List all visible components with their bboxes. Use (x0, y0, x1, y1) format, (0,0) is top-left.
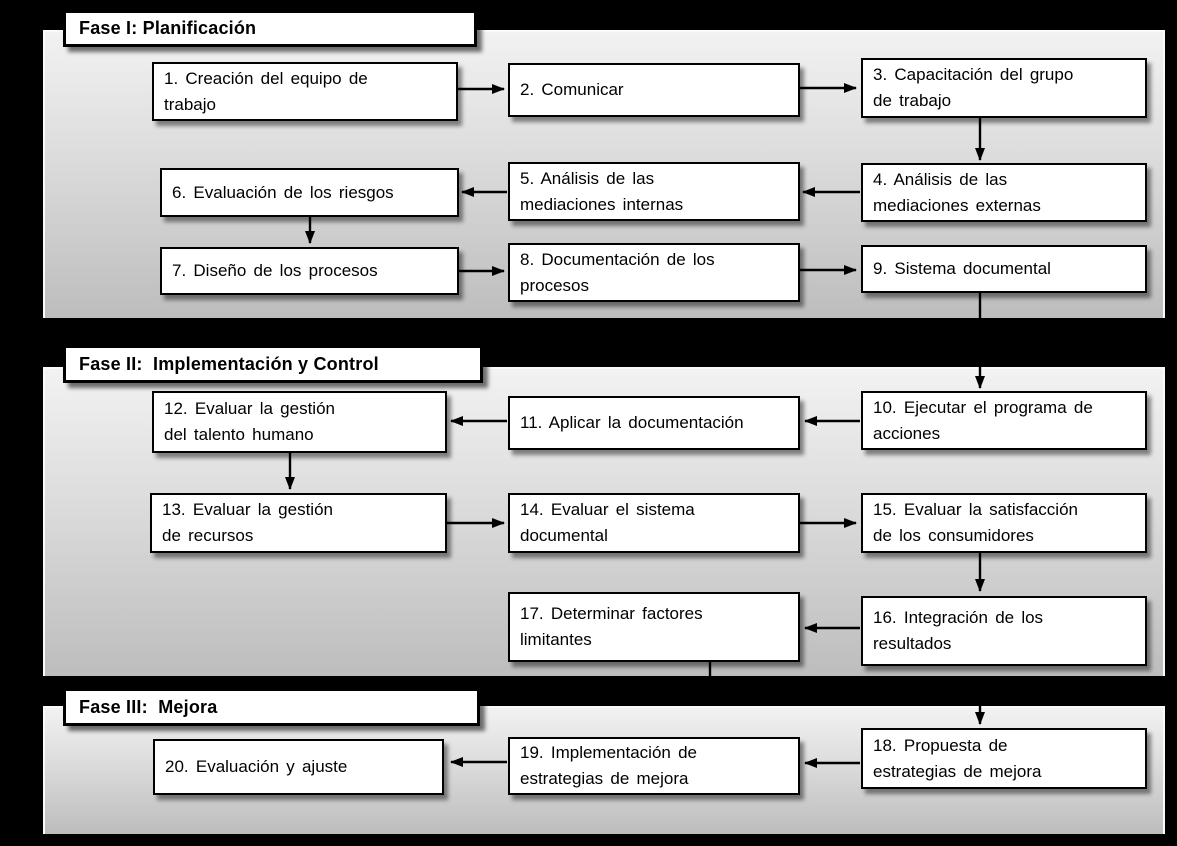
connector-17-18-hidden (708, 662, 980, 704)
step-box-10: 10. Ejecutar el programa de acciones (861, 391, 1147, 450)
phase-2-title-label: Fase II: Implementación y Control (79, 353, 379, 374)
step-box-12: 12. Evaluar la gestión del talento human… (152, 391, 447, 453)
step-label-9: 9. Sistema documental (873, 259, 1051, 278)
step-label-3: 3. Capacitación del grupo de trabajo (873, 65, 1074, 110)
step-label-18: 18. Propuesta de estrategias de mejora (873, 735, 1042, 781)
step-box-16: 16. Integración de los resultados (861, 596, 1147, 666)
step-label-11: 11. Aplicar la documentación (520, 413, 744, 432)
step-box-8: 8. Documentación de los procesos (508, 243, 800, 302)
step-box-9: 9. Sistema documental (861, 245, 1147, 293)
step-label-10: 10. Ejecutar el programa de acciones (873, 397, 1093, 443)
phase-3-title-label: Fase III: Mejora (79, 696, 218, 717)
step-box-3: 3. Capacitación del grupo de trabajo (861, 58, 1147, 118)
step-box-20: 20. Evaluación y ajuste (153, 739, 444, 795)
step-label-19: 19. Implementación de estrategias de mej… (520, 743, 697, 788)
step-box-17: 17. Determinar factores limitantes (508, 592, 800, 662)
step-box-7: 7. Diseño de los procesos (160, 247, 459, 295)
step-box-2: 2. Comunicar (508, 63, 800, 117)
step-label-15: 15. Evaluar la satisfacción de los consu… (873, 500, 1078, 545)
step-label-8: 8. Documentación de los procesos (520, 249, 715, 295)
step-box-19: 19. Implementación de estrategias de mej… (508, 737, 800, 795)
step-label-20: 20. Evaluación y ajuste (165, 757, 348, 776)
step-box-14: 14. Evaluar el sistema documental (508, 493, 800, 553)
step-label-14: 14. Evaluar el sistema documental (520, 500, 695, 545)
step-box-13: 13. Evaluar la gestión de recursos (150, 493, 447, 553)
step-label-13: 13. Evaluar la gestión de recursos (162, 500, 333, 545)
step-label-12: 12. Evaluar la gestión del talento human… (164, 399, 335, 444)
step-box-4: 4. Análisis de las mediaciones externas (861, 163, 1147, 222)
step-box-6: 6. Evaluación de los riesgos (160, 168, 459, 217)
step-box-18: 18. Propuesta de estrategias de mejora (861, 728, 1147, 789)
phase-3-title: Fase III: Mejora (63, 688, 480, 726)
step-label-17: 17. Determinar factores limitantes (520, 604, 703, 649)
step-label-4: 4. Análisis de las mediaciones externas (873, 169, 1041, 215)
step-label-16: 16. Integración de los resultados (873, 608, 1044, 653)
step-box-1: 1. Creación del equipo de trabajo (152, 62, 458, 121)
step-label-2: 2. Comunicar (520, 80, 624, 99)
step-box-5: 5. Análisis de las mediaciones internas (508, 162, 800, 221)
step-label-1: 1. Creación del equipo de trabajo (164, 68, 368, 114)
phase-1-title: Fase I: Planificación (63, 10, 477, 47)
step-box-11: 11. Aplicar la documentación (508, 396, 800, 450)
step-label-6: 6. Evaluación de los riesgos (172, 182, 394, 202)
step-box-15: 15. Evaluar la satisfacción de los consu… (861, 493, 1147, 553)
step-label-7: 7. Diseño de los procesos (172, 261, 378, 280)
phase-2-title: Fase II: Implementación y Control (63, 345, 483, 383)
step-label-5: 5. Análisis de las mediaciones internas (520, 168, 684, 214)
phase-1-title-label: Fase I: Planificación (79, 18, 257, 38)
